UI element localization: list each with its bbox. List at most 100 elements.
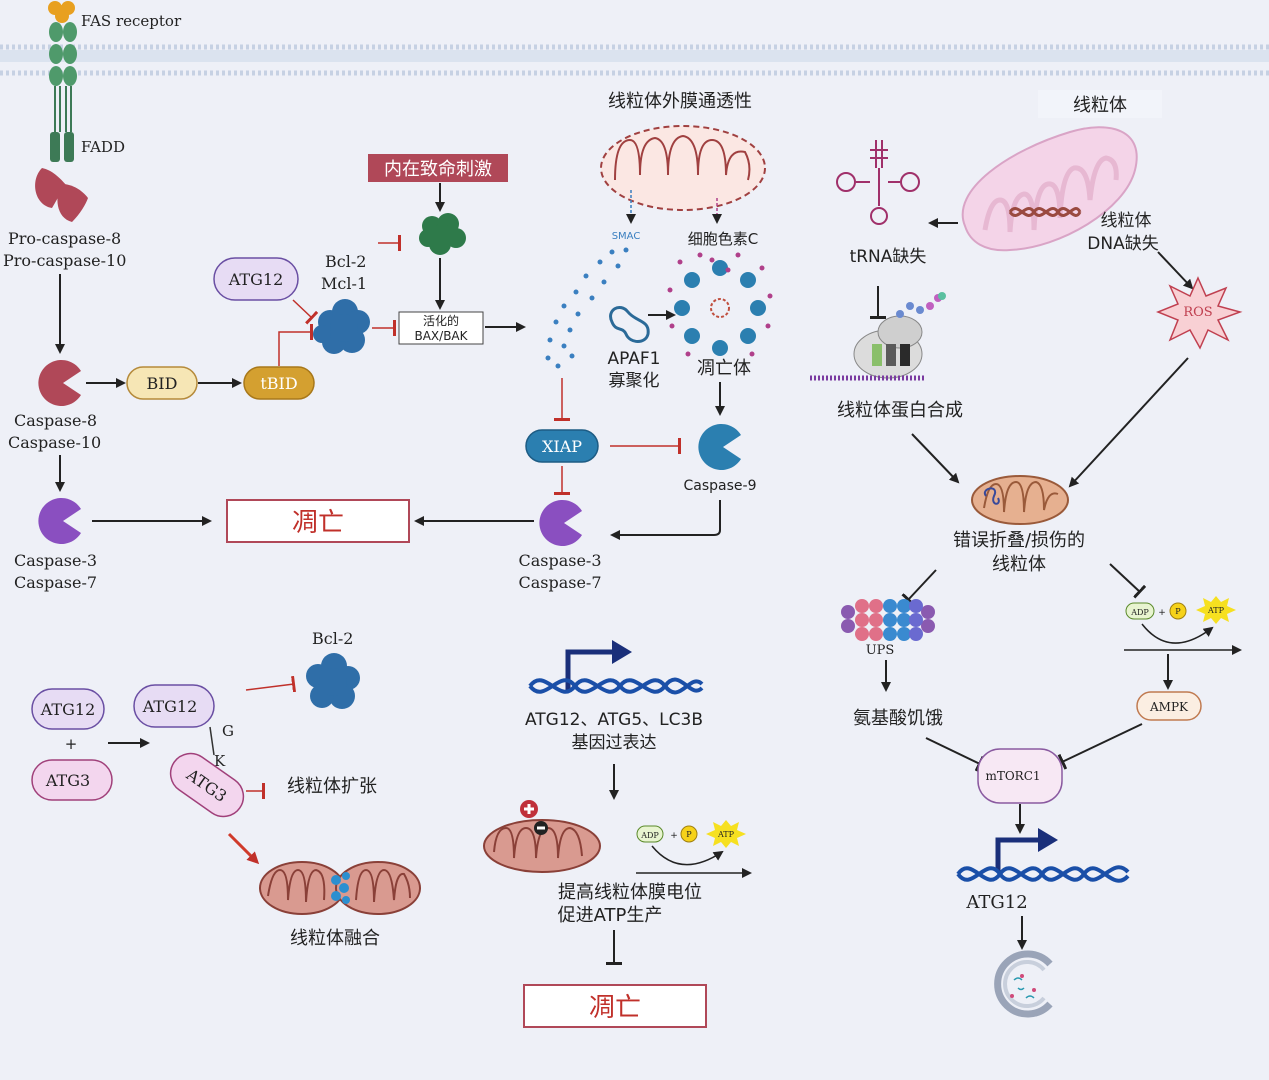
ros-star-icon bbox=[1155, 276, 1243, 350]
polarized-mitochondrion-icon bbox=[483, 800, 601, 873]
caspase-3-left-icon bbox=[38, 498, 81, 544]
apaf1-label: APAF1 bbox=[607, 349, 660, 369]
fused-mitochondria-icon bbox=[259, 861, 421, 915]
atp-right-label: ATP bbox=[1207, 606, 1225, 615]
svg-text:+: + bbox=[670, 831, 678, 841]
mitochondrion-dna-icon bbox=[961, 126, 1138, 252]
tbid-label: tBID bbox=[260, 374, 297, 393]
arrow-ros-to-damaged bbox=[1068, 357, 1189, 488]
stimulus-box bbox=[368, 154, 508, 182]
mtorc1-node bbox=[977, 748, 1063, 804]
ups-label: UPS bbox=[866, 643, 895, 658]
expansion-label: 线粒体扩张 bbox=[287, 776, 377, 797]
damaged-mito-2-label: 线粒体 bbox=[992, 554, 1046, 575]
autophagosome-icon bbox=[994, 950, 1053, 1018]
bcl2-lower-label: Bcl-2 bbox=[312, 629, 353, 648]
cytc-label: 细胞色素C bbox=[688, 230, 758, 248]
atp-production-label: 促进ATP生产 bbox=[558, 905, 663, 926]
damaged-inhibits-ups bbox=[901, 569, 937, 607]
p-right-label: P bbox=[1175, 607, 1181, 616]
bond-g-label: G bbox=[222, 722, 234, 740]
damaged-mito-label: 错误折叠/损伤的 bbox=[953, 530, 1085, 551]
proteasome-icon bbox=[841, 599, 935, 641]
apoptosis-lower-box bbox=[523, 984, 707, 1028]
stimulus-protein-icon bbox=[419, 213, 466, 255]
ros-label: ROS bbox=[1183, 305, 1212, 320]
trna-icon bbox=[836, 140, 920, 225]
permeabilized-mitochondrion-icon bbox=[600, 125, 766, 211]
arrow-caspase9-to-caspase3 bbox=[610, 500, 721, 540]
stimulus-label: 内在致命刺激 bbox=[384, 159, 492, 180]
dna-gene-icon bbox=[528, 640, 704, 695]
caspase-3-mid-icon bbox=[539, 500, 582, 546]
apoptosome-icon bbox=[667, 252, 773, 357]
mito-title-label: 线粒体 bbox=[1073, 95, 1127, 116]
atp-right-icon: ADP + P ATP bbox=[1124, 596, 1242, 655]
atg12-complex-node bbox=[133, 684, 215, 728]
apoptosome-label: 凋亡体 bbox=[697, 358, 751, 379]
ampk-node bbox=[1136, 691, 1202, 721]
arrow-atg-to-fusion bbox=[227, 832, 260, 865]
bcl2-protein-icon bbox=[313, 299, 370, 354]
caspase-9-icon bbox=[698, 424, 741, 470]
caspase-7-left-label: Caspase-7 bbox=[14, 573, 97, 592]
fas-receptor-label: FAS receptor bbox=[81, 12, 182, 30]
mito-title-box bbox=[1038, 90, 1162, 118]
procaspase-10-label: Pro-caspase-10 bbox=[3, 251, 126, 270]
gk-bond bbox=[209, 726, 215, 756]
mtdna-loss-label: DNA缺失 bbox=[1087, 234, 1158, 254]
adp-mid-label: ADP bbox=[640, 831, 659, 840]
damaged-mitochondrion-icon bbox=[971, 475, 1069, 525]
apaf1-oligomer-label: 寡聚化 bbox=[609, 371, 660, 391]
cell-membrane bbox=[0, 44, 1269, 76]
baxbak-activated-label: 活化的 bbox=[423, 313, 459, 328]
smac-label: SMAC bbox=[612, 231, 641, 242]
apaf1-icon bbox=[609, 306, 650, 343]
genes-label: ATG12、ATG5、LC3B bbox=[525, 710, 703, 730]
atg-inhibits-bcl2 bbox=[245, 675, 296, 693]
protein-synthesis-label: 线粒体蛋白合成 bbox=[837, 400, 963, 421]
bid-label: BID bbox=[147, 374, 178, 393]
apoptosis-box bbox=[226, 499, 410, 543]
adp-right-label: ADP bbox=[1130, 608, 1149, 617]
ribosome-translation-icon bbox=[810, 292, 946, 381]
starvation-inhibits-mtorc1 bbox=[925, 737, 985, 772]
atg12-node bbox=[213, 257, 299, 301]
bcl2-label: Bcl-2 bbox=[325, 252, 366, 271]
trna-loss-label: tRNA缺失 bbox=[850, 247, 927, 267]
atg12-inhibits-bcl2 bbox=[292, 299, 319, 325]
atg12-gene-label: ATG12 bbox=[965, 892, 1027, 913]
atg3-free-node bbox=[31, 759, 113, 801]
bcl2-lower-protein-icon bbox=[306, 653, 360, 709]
damaged-inhibits-atp bbox=[1109, 563, 1147, 599]
smac-dots bbox=[545, 247, 629, 369]
arrow-mtdna-to-ros bbox=[1157, 251, 1194, 290]
tbid-node bbox=[243, 366, 315, 400]
apoptosis-lower-label: 凋亡 bbox=[589, 993, 641, 1023]
baxbak-label: BAX/BAK bbox=[414, 329, 468, 343]
bid-node bbox=[126, 366, 198, 400]
p-mid-label: P bbox=[686, 830, 692, 839]
caspase-7-mid-label: Caspase-7 bbox=[518, 573, 601, 592]
xiap-label: XIAP bbox=[542, 437, 582, 456]
atg12-gene-icon bbox=[956, 828, 1130, 883]
atp-production-icon: ADP + P ATP bbox=[636, 820, 752, 878]
atg12-free-label: ATG12 bbox=[40, 700, 96, 719]
ampk-inhibits-mtorc1 bbox=[1057, 723, 1143, 770]
caspase-8-label: Caspase-8 bbox=[14, 411, 97, 430]
caspase-10-label: Caspase-10 bbox=[8, 433, 101, 452]
apoptosis-label: 凋亡 bbox=[292, 508, 344, 538]
caspase-9-label: Caspase-9 bbox=[684, 478, 757, 494]
caspase-8-icon bbox=[38, 360, 81, 406]
baxbak-box bbox=[398, 311, 484, 345]
caspase-3-left-label: Caspase-3 bbox=[14, 551, 97, 570]
momp-label: 线粒体外膜通透性 bbox=[608, 91, 752, 112]
atg12-free-node bbox=[31, 688, 105, 730]
mtorc1-label: mTORC1 bbox=[985, 769, 1040, 783]
arrow-synthesis-to-damaged bbox=[911, 433, 960, 484]
procaspase-icon bbox=[35, 168, 88, 222]
fusion-label: 线粒体融合 bbox=[290, 928, 380, 949]
atg12-complex-label: ATG12 bbox=[142, 697, 198, 716]
